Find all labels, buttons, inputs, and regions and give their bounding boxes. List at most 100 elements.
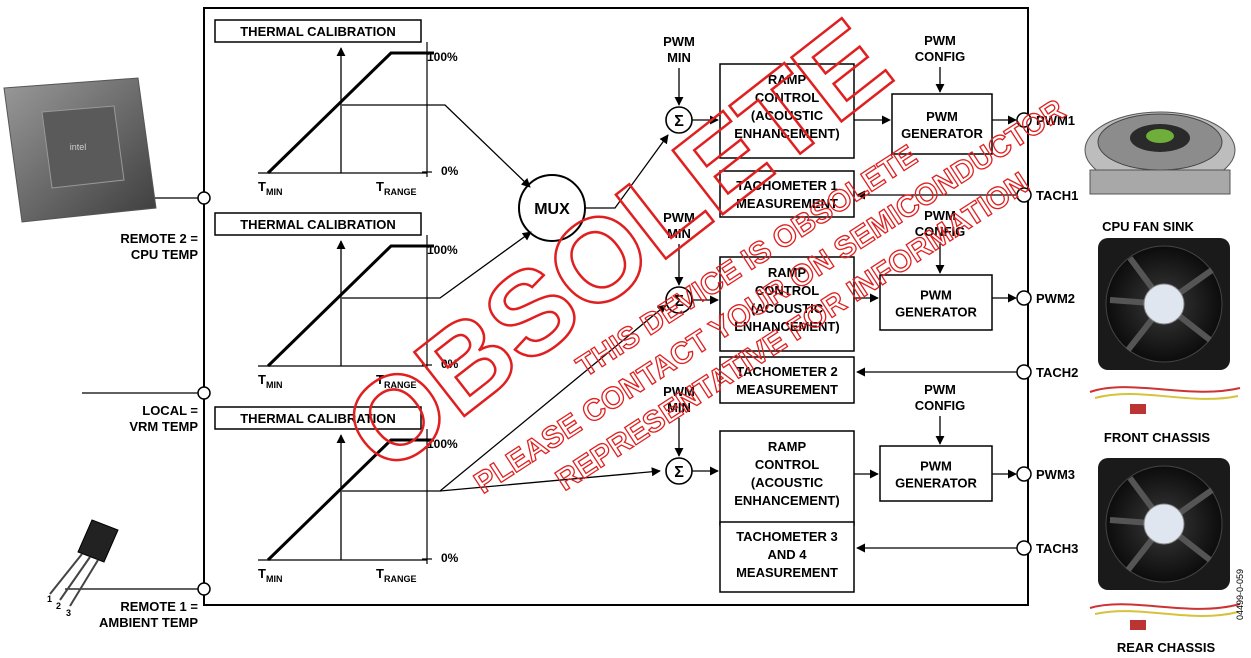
label-0-percent: 0% [441,357,459,371]
thermal-calibration-title-box [214,406,422,430]
pwm-min-label: PWM [663,210,695,225]
tachometer-label: MEASUREMENT [736,382,838,397]
pwm-min-label: PWM [663,34,695,49]
ramp-control-label: CONTROL [755,90,819,105]
trange-label: TRANGE [376,179,416,197]
pwm-output-pin [1016,466,1032,482]
tachometer-label: TACHOMETER 1 [736,178,838,193]
tachometer-block [719,356,855,404]
svg-text:LOCAL =: LOCAL = [142,403,198,418]
tachometer-label: TACHOMETER 2 [736,364,838,379]
pwm-min-label: MIN [667,400,691,415]
pwm-output-label: PWM1 [1036,113,1075,128]
ramp-control-label: ENHANCEMENT) [734,319,839,334]
label-100-percent: 100% [427,437,458,451]
pwm-generator-label: GENERATOR [895,476,977,491]
ramp-control-label: RAMP [768,439,807,454]
ramp-control-label: ENHANCEMENT) [734,493,839,508]
pwm-config-label: PWM [924,208,956,223]
pwm-channels: PWMMINΣRAMPCONTROL(ACOUSTICENHANCEMENT)P… [663,33,1078,593]
svg-text:CPU TEMP: CPU TEMP [131,247,199,262]
pwm-config-label: PWM [924,382,956,397]
tach-input-pin [1016,540,1032,556]
sigma-symbol: Σ [674,464,684,481]
trange-label: TRANGE [376,372,416,390]
tmin-label: TMIN [258,372,282,390]
pwm-generator-label: PWM [920,459,952,474]
tachometer-label: AND 4 [767,547,807,562]
cal3-to-sum3-wire [439,467,661,492]
label-0-percent: 0% [441,551,459,565]
tachometer-block [719,170,855,218]
pwm-generator-label: PWM [926,109,958,124]
pwm-generator-block [891,93,993,155]
pwm-generator-label: GENERATOR [895,305,977,320]
sigma-symbol: Σ [674,293,684,310]
ramp-control-label: ENHANCEMENT) [734,126,839,141]
label-0-percent: 0% [441,164,459,178]
remote2-pin [197,191,211,205]
label-100-percent: 100% [427,50,458,64]
rear-chassis-fan-image [1089,458,1241,630]
svg-text:REMOTE 2 =: REMOTE 2 = [120,231,198,246]
ramp-control-block [719,256,855,352]
svg-text:intel: intel [70,142,87,152]
pwm-config-label: CONFIG [915,398,966,413]
pwm-generator-label: PWM [920,288,952,303]
pwm-generator-block [879,274,993,331]
ramp-control-label: CONTROL [755,283,819,298]
trange-label: TRANGE [376,566,416,584]
tachometer-label: MEASUREMENT [736,565,838,580]
fan-caption-rear: REAR CHASSIS [1117,640,1216,655]
ramp-control-label: (ACOUSTIC [751,108,824,123]
pwm-output-pin [1016,290,1032,306]
remote1-pin [197,582,211,596]
tachometer-label: MEASUREMENT [736,196,838,211]
svg-text:AMBIENT TEMP: AMBIENT TEMP [99,615,198,630]
remote2-label: REMOTE 2 = CPU TEMP [120,231,198,262]
tach-input-label: TACH1 [1036,188,1078,203]
pwm-output-label: PWM2 [1036,291,1075,306]
cpu-chip-image: intel [3,77,157,223]
cal1-to-mux-wire [342,104,531,188]
thermal-calibration-title: THERMAL CALIBRATION [240,24,396,39]
thermal-ramp-curve [266,438,434,562]
pwm-channel-3: PWMMINΣRAMPCONTROL(ACOUSTICENHANCEMENT)P… [663,382,1078,593]
tach-input-label: TACH3 [1036,541,1078,556]
svg-text:3: 3 [66,608,71,618]
local-label: LOCAL = VRM TEMP [129,403,198,434]
local-pin [197,386,211,400]
pwm-channel-2: PWMMINΣRAMPCONTROL(ACOUSTICENHANCEMENT)P… [663,208,1078,404]
thermal-calibration-title: THERMAL CALIBRATION [240,411,396,426]
front-chassis-fan-image [1089,238,1241,414]
svg-text:2: 2 [56,601,61,611]
pwm-config-label: PWM [924,33,956,48]
cal2-to-mux-wire [342,231,532,299]
ramp-control-label: RAMP [768,72,807,87]
pwm-output-label: PWM3 [1036,467,1075,482]
fan-caption-front: FRONT CHASSIS [1104,430,1211,445]
svg-text:REMOTE 1 =: REMOTE 1 = [120,599,198,614]
mux-label: MUX [534,201,570,218]
thermal-ramp-curve [266,244,434,368]
pwm-generator-label: GENERATOR [901,126,983,141]
ramp-control-label: CONTROL [755,457,819,472]
mux: MUX [518,174,586,242]
pwm-channel-1: PWMMINΣRAMPCONTROL(ACOUSTICENHANCEMENT)P… [663,33,1078,218]
ramp-control-label: (ACOUSTIC [751,301,824,316]
pwm-config-label: CONFIG [915,224,966,239]
ramp-control-label: RAMP [768,265,807,280]
label-100-percent: 100% [427,243,458,257]
thermal-calibration-title-box [214,19,422,43]
tach-input-pin [1016,364,1032,380]
pwm-generator-block [879,445,993,502]
chip-outline [203,7,1029,606]
svg-text:VRM TEMP: VRM TEMP [129,419,198,434]
pwm-min-label: PWM [663,384,695,399]
tach-input-label: TACH2 [1036,365,1078,380]
pwm-min-label: MIN [667,50,691,65]
remote1-label: REMOTE 1 = AMBIENT TEMP [99,599,198,630]
